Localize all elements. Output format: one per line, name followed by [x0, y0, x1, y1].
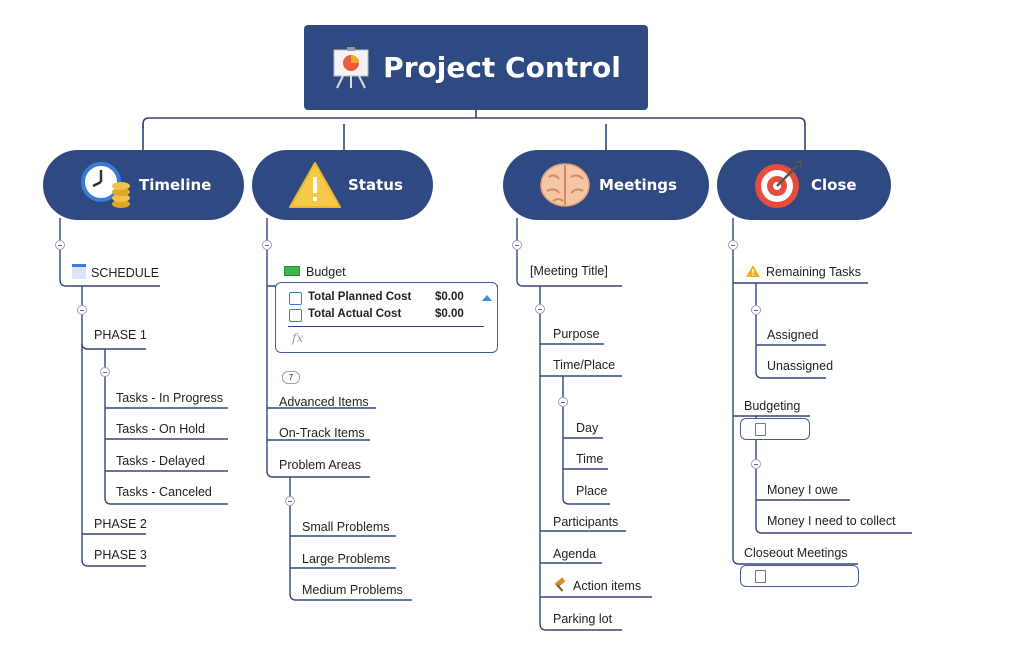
cost-value: $0.00	[435, 308, 464, 320]
node-label: Budget	[306, 265, 346, 279]
formula-label: fx	[292, 331, 304, 345]
topic-label: Close	[811, 176, 857, 194]
topic-status[interactable]: Status	[252, 150, 433, 220]
collapse-toggle[interactable]	[512, 240, 522, 250]
node-day[interactable]: Day	[576, 421, 599, 435]
node-budget[interactable]: Budget	[284, 264, 346, 280]
count-badge[interactable]: 7	[282, 371, 300, 384]
node-task[interactable]: Tasks - Canceled	[116, 485, 212, 499]
topic-label: Status	[348, 176, 403, 194]
node-label: SCHEDULE	[91, 266, 160, 280]
collapse-toggle[interactable]	[535, 304, 545, 314]
node-phase-3[interactable]: PHASE 3	[94, 548, 147, 562]
collapse-toggle[interactable]	[100, 367, 110, 377]
cost-label: Total Actual Cost	[308, 308, 402, 320]
node-label: Action items	[573, 579, 642, 593]
warning-icon	[746, 265, 760, 277]
topic-label: Timeline	[139, 176, 212, 194]
node-unassigned[interactable]: Unassigned	[767, 359, 834, 373]
collapse-toggle[interactable]	[77, 305, 87, 315]
cost-label: Total Planned Cost	[308, 291, 412, 303]
node-assigned[interactable]: Assigned	[767, 328, 819, 342]
topic-timeline[interactable]: Timeline	[43, 150, 244, 220]
central-topic[interactable]: Project Control	[304, 25, 648, 110]
node-participants[interactable]: Participants	[553, 515, 619, 529]
node-action-items[interactable]: Action items	[553, 577, 642, 594]
node-closeout-meetings[interactable]: Closeout Meetings	[744, 546, 848, 560]
node-phase-1[interactable]: PHASE 1	[94, 328, 147, 342]
gavel-icon	[553, 577, 567, 592]
clock-coins-icon	[81, 162, 130, 208]
node-parking-lot[interactable]: Parking lot	[553, 612, 613, 626]
note-attachment[interactable]	[740, 565, 859, 587]
node-purpose[interactable]: Purpose	[553, 327, 600, 341]
central-title: Project Control	[383, 51, 621, 84]
node-on-track-items[interactable]: On-Track Items	[279, 426, 365, 440]
node-budgeting[interactable]: Budgeting	[744, 399, 801, 413]
node-problem[interactable]: Medium Problems	[302, 583, 403, 597]
node-problem[interactable]: Small Problems	[302, 520, 390, 534]
note-icon	[755, 570, 766, 583]
node-problem-areas[interactable]: Problem Areas	[279, 458, 361, 472]
topic-close[interactable]: Close	[717, 150, 891, 220]
node-agenda[interactable]: Agenda	[553, 547, 597, 561]
node-money-collect[interactable]: Money I need to collect	[767, 514, 896, 528]
node-phase-2[interactable]: PHASE 2	[94, 517, 147, 531]
collapse-toggle[interactable]	[262, 240, 272, 250]
brain-icon	[540, 163, 590, 207]
node-schedule[interactable]: SCHEDULE	[72, 264, 159, 281]
target-icon	[755, 161, 802, 208]
calendar-icon	[72, 264, 86, 279]
chevron-up-icon[interactable]	[482, 295, 492, 301]
node-time-place[interactable]: Time/Place	[553, 358, 616, 372]
collapse-toggle[interactable]	[751, 305, 761, 315]
topic-meetings[interactable]: Meetings	[503, 150, 709, 220]
divider	[288, 326, 484, 327]
gear-doc-icon	[289, 309, 302, 322]
warning-icon	[289, 162, 341, 208]
node-advanced-items[interactable]: Advanced Items	[279, 395, 369, 409]
node-task[interactable]: Tasks - Delayed	[116, 454, 205, 468]
topic-label: Meetings	[599, 176, 677, 194]
node-task[interactable]: Tasks - In Progress	[116, 391, 223, 405]
node-problem[interactable]: Large Problems	[302, 552, 391, 566]
node-money-owe[interactable]: Money I owe	[767, 483, 838, 497]
node-time[interactable]: Time	[576, 452, 604, 466]
collapse-toggle[interactable]	[55, 240, 65, 250]
node-place[interactable]: Place	[576, 484, 608, 498]
note-icon	[755, 423, 766, 436]
collapse-toggle[interactable]	[285, 496, 295, 506]
presentation-board-icon	[333, 46, 369, 88]
cost-value: $0.00	[435, 291, 464, 303]
node-task[interactable]: Tasks - On Hold	[116, 422, 205, 436]
collapse-toggle[interactable]	[751, 459, 761, 469]
node-label: Remaining Tasks	[766, 265, 861, 279]
gear-doc-icon	[289, 292, 302, 305]
note-attachment[interactable]	[740, 418, 810, 440]
node-meeting-title[interactable]: [Meeting Title]	[530, 264, 608, 278]
node-remaining-tasks[interactable]: Remaining Tasks	[746, 264, 861, 280]
money-icon	[284, 266, 300, 276]
collapse-toggle[interactable]	[728, 240, 738, 250]
budget-properties-panel: Total Planned Cost $0.00 Total Actual Co…	[275, 282, 498, 353]
collapse-toggle[interactable]	[558, 397, 568, 407]
